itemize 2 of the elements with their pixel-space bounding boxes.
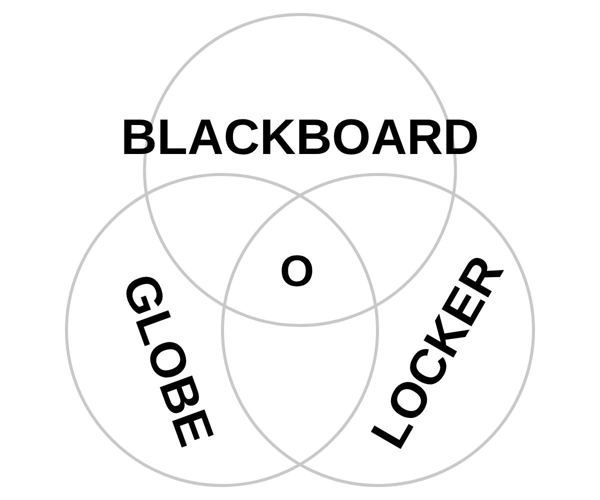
intersection-label: O — [280, 250, 314, 294]
set-label: BLACKBOARD — [120, 112, 480, 162]
